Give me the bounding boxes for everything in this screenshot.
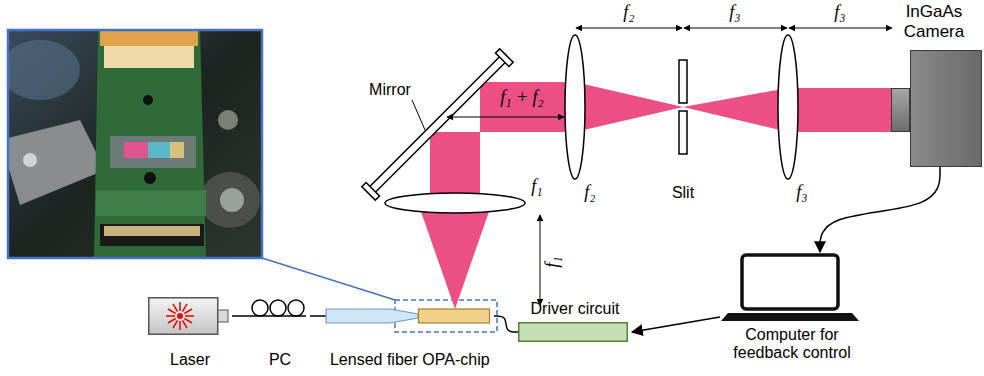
laser: Laser xyxy=(148,297,232,370)
photo-blur xyxy=(200,172,260,228)
dimension-label: f₁ + f₂ xyxy=(500,88,544,108)
beam-diverging xyxy=(683,88,788,132)
node-label: OPA-chip xyxy=(418,351,494,369)
photo-stage xyxy=(110,136,196,168)
node-label: Laser xyxy=(148,351,232,369)
inset-frame xyxy=(8,30,262,258)
fiber-line xyxy=(494,316,518,332)
beam-cone xyxy=(418,203,492,309)
beam-output xyxy=(788,88,893,132)
opa-chip: OPA-chip xyxy=(418,305,494,370)
part-label: Mirror xyxy=(369,81,411,99)
leader-line xyxy=(412,100,425,130)
photo-chip xyxy=(170,142,184,158)
camera-mount xyxy=(891,88,910,132)
laser-port xyxy=(218,310,228,322)
driver-circuit: Driver circuit xyxy=(518,300,632,342)
slit-blade xyxy=(679,111,687,154)
photo-connector xyxy=(100,30,198,46)
dimension-arrow xyxy=(540,215,541,305)
dimension-arrow xyxy=(684,28,787,29)
mirror-cap xyxy=(362,182,380,200)
node-label: Lensed fiber xyxy=(326,351,422,369)
photo-hole xyxy=(143,95,153,105)
dimension-arrow xyxy=(576,28,682,29)
chip-shape xyxy=(419,309,490,323)
laptop-base xyxy=(721,313,859,321)
node-shape xyxy=(720,252,860,322)
mirror-cap xyxy=(495,49,513,67)
fiber-loop xyxy=(270,300,286,316)
lens xyxy=(385,193,525,213)
laser-symbol xyxy=(166,302,194,330)
photo-board-part xyxy=(96,190,206,216)
photo-blur xyxy=(8,40,80,100)
beam-converging xyxy=(575,82,683,132)
mirror-plate xyxy=(369,56,505,192)
photo-chip xyxy=(124,142,148,158)
node-shape xyxy=(418,305,490,327)
photo-connector xyxy=(104,46,194,68)
polarization-controller: PC xyxy=(250,299,310,370)
photo-pins xyxy=(104,226,200,236)
lensed-fiber: Lensed fiber xyxy=(326,305,422,370)
dimension-label: f₂ xyxy=(623,3,634,23)
node-shape xyxy=(148,297,228,335)
fiber-shape xyxy=(326,309,418,323)
laser-housing xyxy=(149,298,218,335)
dimension-arrow xyxy=(447,117,564,118)
photo-connector xyxy=(100,224,204,246)
camera-body xyxy=(910,50,982,167)
node-label: Driver circuit xyxy=(518,300,632,318)
focal-label: f₂ xyxy=(584,183,595,203)
focal-label: f₃ xyxy=(796,183,807,203)
camera: InGaAs Camera xyxy=(882,2,984,167)
node-shape xyxy=(250,299,306,319)
photo-screw xyxy=(23,153,37,167)
photo-board xyxy=(94,30,206,258)
inset-leader xyxy=(262,258,395,300)
dimension-label: f₁ xyxy=(543,256,563,267)
photo-knob xyxy=(220,188,244,212)
beam-collimated xyxy=(430,82,575,203)
photo-hole xyxy=(144,172,156,184)
circuit-board xyxy=(519,323,628,342)
part-label: Slit xyxy=(672,184,694,202)
fiber-line xyxy=(232,315,250,317)
signal-arrow xyxy=(820,167,940,252)
photo-knob xyxy=(218,110,238,130)
focal-label: f₁ xyxy=(531,177,542,197)
signal-arrow xyxy=(632,317,720,332)
lens xyxy=(565,35,585,179)
node-label: PC xyxy=(250,351,310,369)
mirror xyxy=(362,49,513,200)
dimension-label: f₃ xyxy=(834,3,845,23)
node-shape xyxy=(518,322,628,342)
fiber-loop xyxy=(288,300,304,316)
fiber-line xyxy=(310,315,326,317)
node-label: Computer for feedback control xyxy=(720,326,864,363)
photo-arm xyxy=(8,120,105,205)
dimension-arrow xyxy=(789,28,892,29)
dimension-label: f₃ xyxy=(729,3,740,23)
lens xyxy=(778,35,798,179)
node-label: InGaAs Camera xyxy=(882,2,984,41)
fiber-loop xyxy=(252,300,268,316)
laptop: Computer for feedback control xyxy=(720,252,864,363)
photo-chip xyxy=(148,142,170,158)
laptop-screen xyxy=(742,255,838,309)
slit-blade xyxy=(679,60,687,103)
inset-photo xyxy=(8,30,262,258)
node-shape xyxy=(326,305,418,327)
